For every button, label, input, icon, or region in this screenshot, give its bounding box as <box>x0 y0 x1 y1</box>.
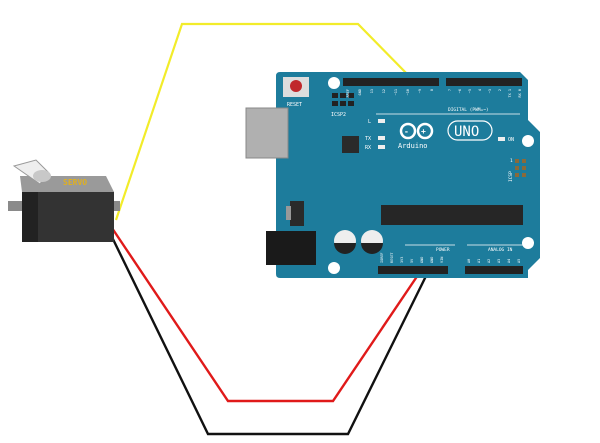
model-label: UNO <box>454 124 479 140</box>
brand-label: Arduino <box>398 142 428 150</box>
led-on-label: ON <box>508 137 514 143</box>
pin-label: 3V3 <box>400 257 404 263</box>
icsp-label: ICSP <box>508 171 514 182</box>
power-label: POWER <box>436 247 450 253</box>
pin-label: ~10 <box>406 89 410 95</box>
led-tx-label: TX <box>365 136 371 142</box>
svg-text:+: + <box>421 127 426 136</box>
signal-wire <box>114 22 414 221</box>
icsp-pin1-label: 1 <box>510 158 513 164</box>
usb-chip <box>342 136 359 153</box>
icsp2-label: ICSP2 <box>331 112 346 118</box>
power-header <box>378 266 448 274</box>
pin-label: VIN <box>440 257 444 263</box>
digital-header-right <box>446 78 522 86</box>
pin-label: A5 <box>517 259 521 263</box>
voltage-regulator <box>290 201 304 226</box>
pin-label: A4 <box>507 259 511 263</box>
digital-header-left <box>343 78 439 86</box>
analog-label: ANALOG IN <box>488 247 513 253</box>
pin-label: A1 <box>477 259 481 263</box>
pin-label: 7 <box>448 89 452 91</box>
pin-label: GND <box>358 89 362 95</box>
led-rx-label: RX <box>365 145 371 151</box>
power-wire <box>111 227 421 403</box>
pin-label: 8 <box>430 89 434 91</box>
pin-label: 12 <box>382 89 386 93</box>
servo-label: SERVO <box>63 178 87 187</box>
pin-label: ~11 <box>394 89 398 95</box>
pin-label: AREF <box>346 89 350 97</box>
pin-label: IOREF <box>380 252 384 263</box>
arduino-logo <box>399 122 434 140</box>
microcontroller <box>381 205 523 225</box>
reset-button[interactable] <box>290 80 302 92</box>
pin-label: ~5 <box>468 89 472 93</box>
pin-label: GND <box>420 257 424 263</box>
pin-label: A2 <box>487 259 491 263</box>
pin-label: 4 <box>478 89 482 91</box>
led-l-label: L <box>368 119 371 125</box>
reset-label: RESET <box>287 102 302 108</box>
servo-motor: SERVO <box>8 159 120 242</box>
digital-label: DIGITAL (PWM=~) <box>448 107 489 113</box>
pin-label: TX 1 <box>508 89 512 97</box>
pin-label: GND <box>430 257 434 263</box>
power-jack <box>266 231 316 265</box>
pin-label: 5V <box>410 258 414 263</box>
usb-connector <box>245 107 289 159</box>
pin-label: ~3 <box>488 89 492 93</box>
pin-label: 13 <box>370 89 374 93</box>
pin-label: A3 <box>497 259 501 263</box>
pin-label: RESET <box>390 252 394 263</box>
pin-label: RX 0 <box>518 89 522 97</box>
arduino-uno-board: RESET ICSP2 DIGITAL (PWM=~) L TX RX ON -… <box>245 72 540 278</box>
analog-header <box>465 266 523 274</box>
pin-label: A0 <box>467 259 471 263</box>
pin-label: ~6 <box>458 89 462 93</box>
ground-wire <box>108 232 430 436</box>
pin-label: ~9 <box>418 89 422 93</box>
pin-label: 2 <box>498 89 502 91</box>
svg-text:-: - <box>404 127 409 136</box>
